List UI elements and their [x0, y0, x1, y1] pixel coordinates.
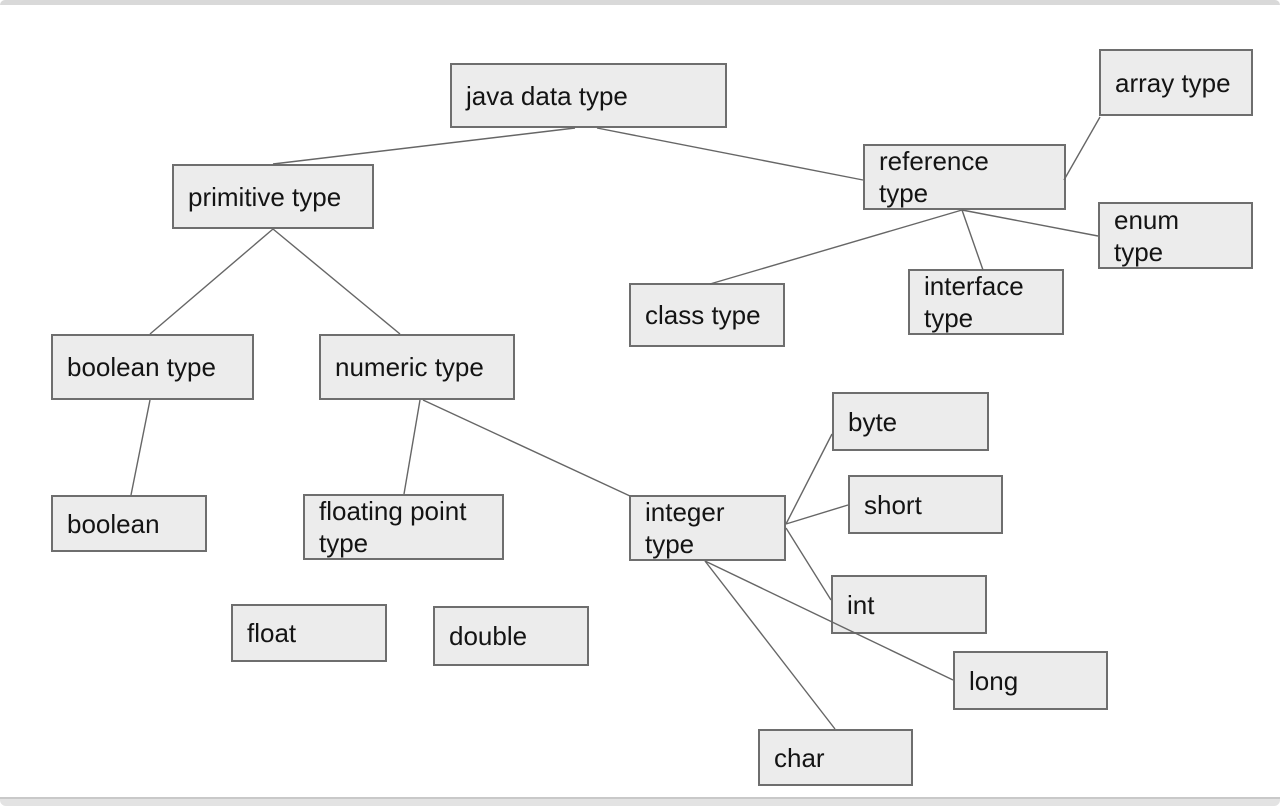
node-label-line: array type: [1115, 67, 1231, 98]
node-byte: byte: [832, 392, 989, 451]
node-label-line: boolean: [67, 508, 160, 539]
node-boolean-type: boolean type: [51, 334, 254, 400]
node-label-line: long: [969, 665, 1019, 696]
node-label-line: reference: [879, 146, 989, 176]
node-label-line: primitive type: [188, 181, 342, 212]
node-label-line: boolean type: [67, 352, 216, 382]
node-long: long: [953, 651, 1108, 710]
node-label-line: type: [319, 528, 369, 558]
node-short: short: [848, 475, 1003, 534]
node-label-line: type: [645, 529, 695, 559]
bottom-window-edge-bar: [0, 797, 1280, 806]
node-label-line: integer: [645, 497, 725, 527]
node-label-line: int: [847, 589, 875, 620]
node-label-line: char: [774, 742, 825, 773]
node-label-line: type: [879, 178, 929, 208]
node-double: double: [433, 606, 589, 666]
node-label-line: numeric type: [335, 352, 484, 382]
node-char: char: [758, 729, 913, 786]
node-label-line: floating point: [319, 496, 467, 526]
node-class-type: class type: [629, 283, 785, 347]
node-float: float: [231, 604, 387, 662]
node-label-line: class type: [645, 300, 761, 330]
top-window-edge-bar: [0, 0, 1280, 5]
node-label-line: double: [449, 621, 528, 651]
node-boolean: boolean: [51, 495, 207, 552]
node-label-line: byte: [848, 406, 898, 437]
node-numeric-type: numeric type: [319, 334, 515, 400]
node-label-line: type: [924, 303, 974, 333]
node-java-data-type: java data type: [450, 63, 727, 128]
node-array-type: array type: [1099, 49, 1253, 116]
node-label-line: enum: [1114, 204, 1180, 235]
node-label-line: short: [864, 489, 922, 520]
node-label-line: float: [247, 618, 297, 648]
node-label-line: interface: [924, 271, 1024, 301]
node-int: int: [831, 575, 987, 634]
node-label-line: type: [1114, 236, 1164, 267]
node-primitive-type: primitive type: [172, 164, 374, 229]
node-label-line: java data type: [466, 80, 628, 111]
